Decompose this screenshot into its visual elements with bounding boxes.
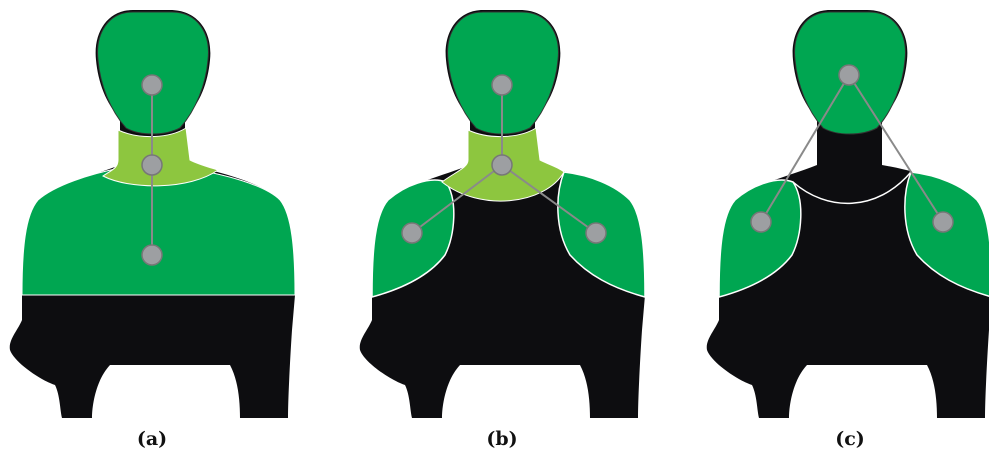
panel-c	[707, 10, 989, 418]
joint-right-shoulder	[933, 212, 953, 232]
joint-torso	[142, 245, 162, 265]
joint-neck	[142, 155, 162, 175]
caption-a: (a)	[122, 428, 182, 450]
torso-region	[22, 168, 295, 295]
joint-head	[142, 75, 162, 95]
joint-right-shoulder	[586, 223, 606, 243]
joint-left-shoulder	[751, 212, 771, 232]
caption-b: (b)	[472, 428, 532, 450]
panel-a	[10, 10, 295, 418]
joint-neck	[492, 155, 512, 175]
neck-region	[103, 128, 218, 186]
joint-head	[839, 65, 859, 85]
caption-c: (c)	[820, 428, 880, 450]
joint-left-shoulder	[402, 223, 422, 243]
joint-head	[492, 75, 512, 95]
panel-b	[360, 10, 645, 418]
